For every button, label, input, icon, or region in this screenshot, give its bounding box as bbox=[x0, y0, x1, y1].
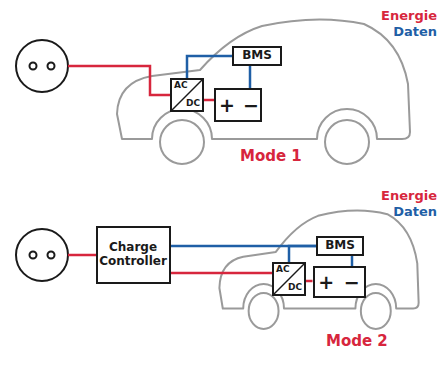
converter-diagonal-line bbox=[274, 264, 304, 294]
battery-box: +− bbox=[313, 266, 366, 298]
socket bbox=[16, 229, 68, 281]
car-outline bbox=[219, 210, 418, 329]
legend-text: Energie bbox=[381, 188, 437, 203]
bms-box: BMS bbox=[316, 236, 364, 256]
legend-entry: Daten bbox=[393, 21, 437, 40]
node-text: + bbox=[318, 273, 334, 292]
car-wheel bbox=[160, 120, 204, 164]
car-wheel bbox=[361, 293, 391, 329]
legend-entry: Energie bbox=[381, 5, 437, 24]
battery-box: +− bbox=[214, 88, 262, 122]
converter-diagonal-line bbox=[172, 80, 202, 110]
socket-outline bbox=[16, 229, 68, 281]
data-wire bbox=[289, 246, 316, 262]
car-wheel bbox=[249, 293, 279, 329]
energy-wire bbox=[171, 272, 273, 275]
socket-pin bbox=[48, 63, 55, 70]
legend-text: Daten bbox=[393, 204, 437, 219]
legend-swatch: Energie bbox=[381, 185, 437, 204]
node-text: DC bbox=[174, 99, 200, 109]
node-text: BMS bbox=[325, 239, 355, 252]
mode-label-box: Mode 1 bbox=[240, 146, 302, 165]
mode-label: Mode 1 bbox=[240, 147, 302, 165]
car-body bbox=[219, 210, 418, 308]
car-body bbox=[117, 19, 410, 139]
legend-text: Daten bbox=[393, 24, 437, 39]
mode-label: Mode 2 bbox=[326, 332, 388, 350]
mode-label-box: Mode 2 bbox=[326, 331, 388, 350]
node-text: AC bbox=[276, 265, 302, 275]
node-text: BMS bbox=[242, 49, 272, 62]
node-text: − bbox=[344, 273, 360, 292]
legend-swatch: Daten bbox=[393, 21, 437, 40]
bms-box: BMS bbox=[232, 46, 282, 66]
node-text: DC bbox=[276, 283, 302, 293]
car-outline bbox=[117, 19, 410, 164]
node-text: Charge Controller bbox=[99, 241, 167, 269]
socket-pin bbox=[48, 252, 55, 259]
socket-pin bbox=[30, 63, 37, 70]
converter-box: AC DC bbox=[170, 78, 204, 112]
legend-entry: Energie bbox=[381, 185, 437, 204]
legend-text: Energie bbox=[381, 8, 437, 23]
socket-outline bbox=[16, 40, 68, 92]
charge-controller-box: Charge Controller bbox=[96, 226, 171, 284]
node-text: + bbox=[219, 96, 235, 115]
socket bbox=[16, 40, 68, 92]
data-wire bbox=[187, 56, 232, 78]
car-wheel bbox=[325, 120, 369, 164]
data-wire bbox=[351, 256, 354, 266]
node-text: − bbox=[243, 96, 259, 115]
node-text: AC bbox=[174, 81, 200, 91]
data-wire bbox=[249, 66, 252, 88]
power-cable bbox=[68, 66, 170, 95]
converter-box: AC DC bbox=[272, 262, 306, 296]
energy-wire bbox=[204, 99, 214, 102]
legend-swatch: Daten bbox=[393, 201, 437, 220]
legend-entry: Daten bbox=[393, 201, 437, 220]
socket-pin bbox=[30, 252, 37, 259]
legend-swatch: Energie bbox=[381, 5, 437, 24]
